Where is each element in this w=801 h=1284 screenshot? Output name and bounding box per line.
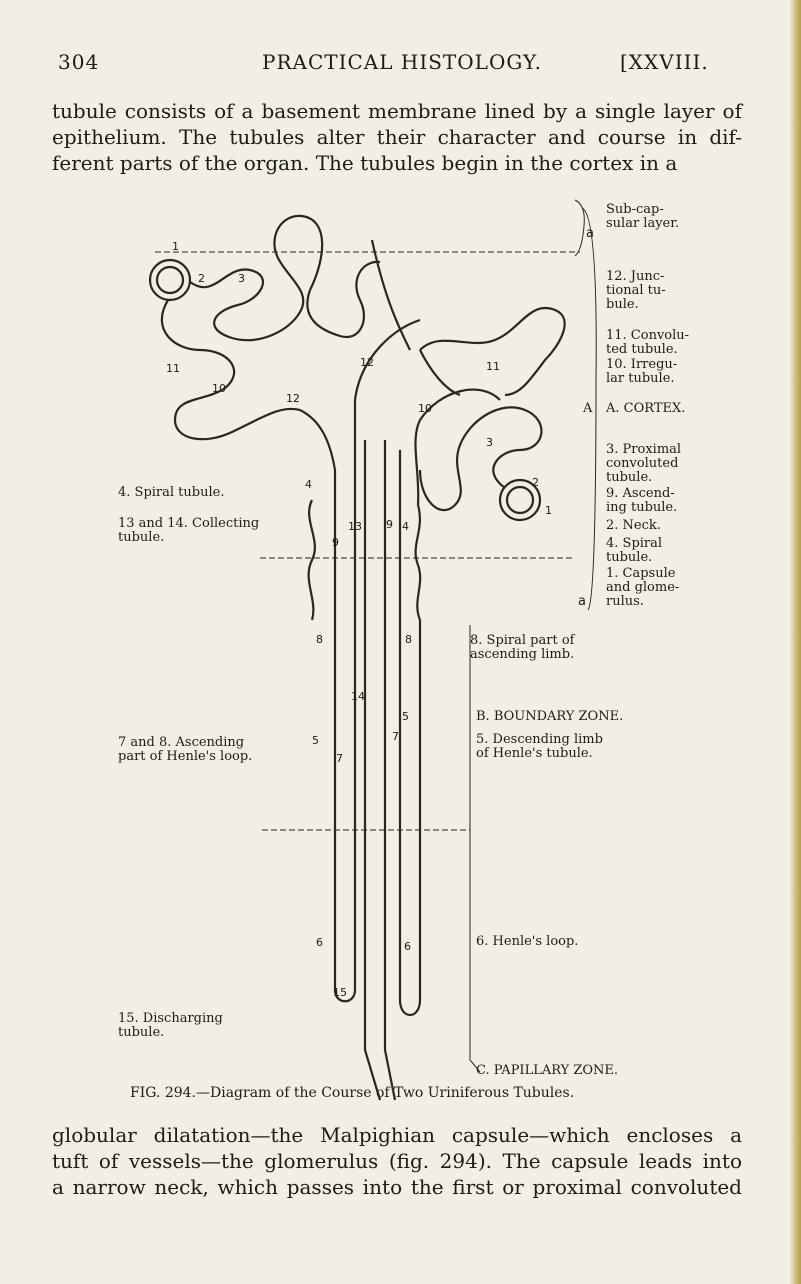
label-spiral-part: 8. Spiral part of ascending limb.: [470, 633, 575, 662]
text-line: tubule consists of a basement membrane l…: [52, 99, 742, 123]
proximal-convoluted-right: [418, 406, 543, 512]
collecting-tubule-2: [383, 440, 397, 1101]
diagram-number: 12: [286, 392, 300, 405]
diagram-number: 6: [404, 940, 411, 953]
irregular-right: [419, 349, 461, 397]
diagram-number: 14: [351, 690, 365, 703]
label-boundary-zone: B. BOUNDARY ZONE.: [476, 709, 624, 724]
spiral-tubule-left: [299, 409, 337, 630]
diagram-number: 9: [386, 518, 393, 531]
diagram-number: 2: [198, 272, 205, 285]
text-line: ferent parts of the organ. The tubules b…: [52, 151, 678, 175]
label-proximal: 3. Proximal convoluted tubule.: [606, 442, 682, 485]
diagram-number: 3: [486, 436, 493, 449]
diagram-number: 5: [312, 734, 319, 747]
diagram-number: 2: [532, 476, 539, 489]
diagram-number: 13: [348, 520, 362, 533]
diagram-number: 5: [402, 710, 409, 723]
running-title: PRACTICAL HISTOLOGY.: [262, 50, 542, 74]
diagram-number: 7: [392, 730, 399, 743]
proximal-convoluted-left: [189, 214, 324, 342]
text-top: tubule consists of a basement membrane l…: [52, 98, 742, 176]
capsule-right: [498, 478, 542, 522]
label-junctional: 12. Junc- tional tu- bule.: [606, 269, 666, 312]
page-number: 304: [58, 50, 100, 74]
label-ascending-tubule: 9. Ascend- ing tubule.: [606, 486, 678, 515]
spiral-part-right: [414, 504, 422, 621]
label-spiral-tubule: 4. Spiral tubule.: [118, 485, 225, 500]
text-bottom: globular dilatation—the Malpighian capsu…: [52, 1122, 742, 1200]
text-line: a narrow neck, which passes into the fir…: [52, 1175, 742, 1199]
label-cortex: A. CORTEX.: [606, 401, 686, 416]
figure-caption: FIG. 294.—Diagram of the Course of Two U…: [130, 1085, 575, 1101]
brace-a-top: [574, 199, 585, 257]
diagram-number: 10: [212, 382, 226, 395]
diagram-number: 4: [402, 520, 409, 533]
text-line: tuft of vessels—the glomerulus (fig. 294…: [52, 1149, 742, 1173]
glomerulus-right: [505, 485, 535, 515]
label-subcapsular: Sub-cap- sular layer.: [606, 202, 680, 231]
ascending-right: [414, 388, 501, 506]
junctional-top: [370, 239, 411, 351]
brace-center: [469, 625, 481, 1073]
label-capsule: 1. Capsule and glome- rulus.: [606, 566, 680, 609]
diagram-number: 12: [360, 356, 374, 369]
label-descending: 5. Descending limb of Henle's tubule.: [476, 732, 603, 761]
diagram-number: 1: [545, 504, 552, 517]
diagram-number: 4: [305, 478, 312, 491]
glomerulus-left: [155, 265, 185, 295]
chapter-marker: [XXVIII.: [620, 50, 709, 74]
diagram-number: 8: [405, 633, 412, 646]
text-line: globular dilatation—the Malpighian capsu…: [52, 1123, 742, 1147]
diagram-number: 7: [336, 752, 343, 765]
ascending-left: [353, 318, 421, 560]
letter-a-bottom: a: [578, 594, 586, 609]
diagram-number: 6: [316, 936, 323, 949]
label-collecting: 13 and 14. Collecting tubule.: [118, 516, 260, 545]
letter-a-top: a: [586, 226, 594, 241]
diagram-number: 3: [238, 272, 245, 285]
diagram-number: 10: [418, 402, 432, 415]
henle-loop-left: [333, 560, 357, 1003]
label-henle-loop: 6. Henle's loop.: [476, 934, 579, 949]
label-papillary-zone: C. PAPILLARY ZONE.: [476, 1063, 619, 1078]
label-spiral-tubule-right: 4. Spiral tubule.: [606, 536, 663, 565]
text-line: epithelium. The tubules alter their char…: [52, 125, 742, 149]
brace-cortex: [581, 207, 597, 611]
letter-A: A: [583, 401, 593, 416]
convoluted-right: [419, 307, 566, 397]
diagram-number: 9: [332, 536, 339, 549]
spiral-left: [307, 499, 316, 621]
label-convoluted: 11. Convolu- ted tubule.: [606, 328, 690, 357]
diagram-number: 11: [166, 362, 180, 375]
label-discharging: 15. Discharging tubule.: [118, 1011, 223, 1040]
page-edge: [789, 0, 801, 1284]
label-irregular: 10. Irregu- lar tubule.: [606, 357, 678, 386]
diagram-number: 15: [333, 986, 347, 999]
label-neck: 2. Neck.: [606, 518, 661, 533]
diagram-number: 11: [486, 360, 500, 373]
diagram-number: 1: [172, 240, 179, 253]
diagram-number: 8: [316, 633, 323, 646]
capsule-left: [148, 258, 192, 302]
henle-loop-right: [398, 450, 422, 1017]
convolution-left: [306, 260, 381, 339]
irregular-tubule-left: [160, 299, 301, 441]
collecting-tubule: [363, 440, 382, 1101]
label-ascending-part: 7 and 8. Ascending part of Henle's loop.: [118, 735, 253, 764]
